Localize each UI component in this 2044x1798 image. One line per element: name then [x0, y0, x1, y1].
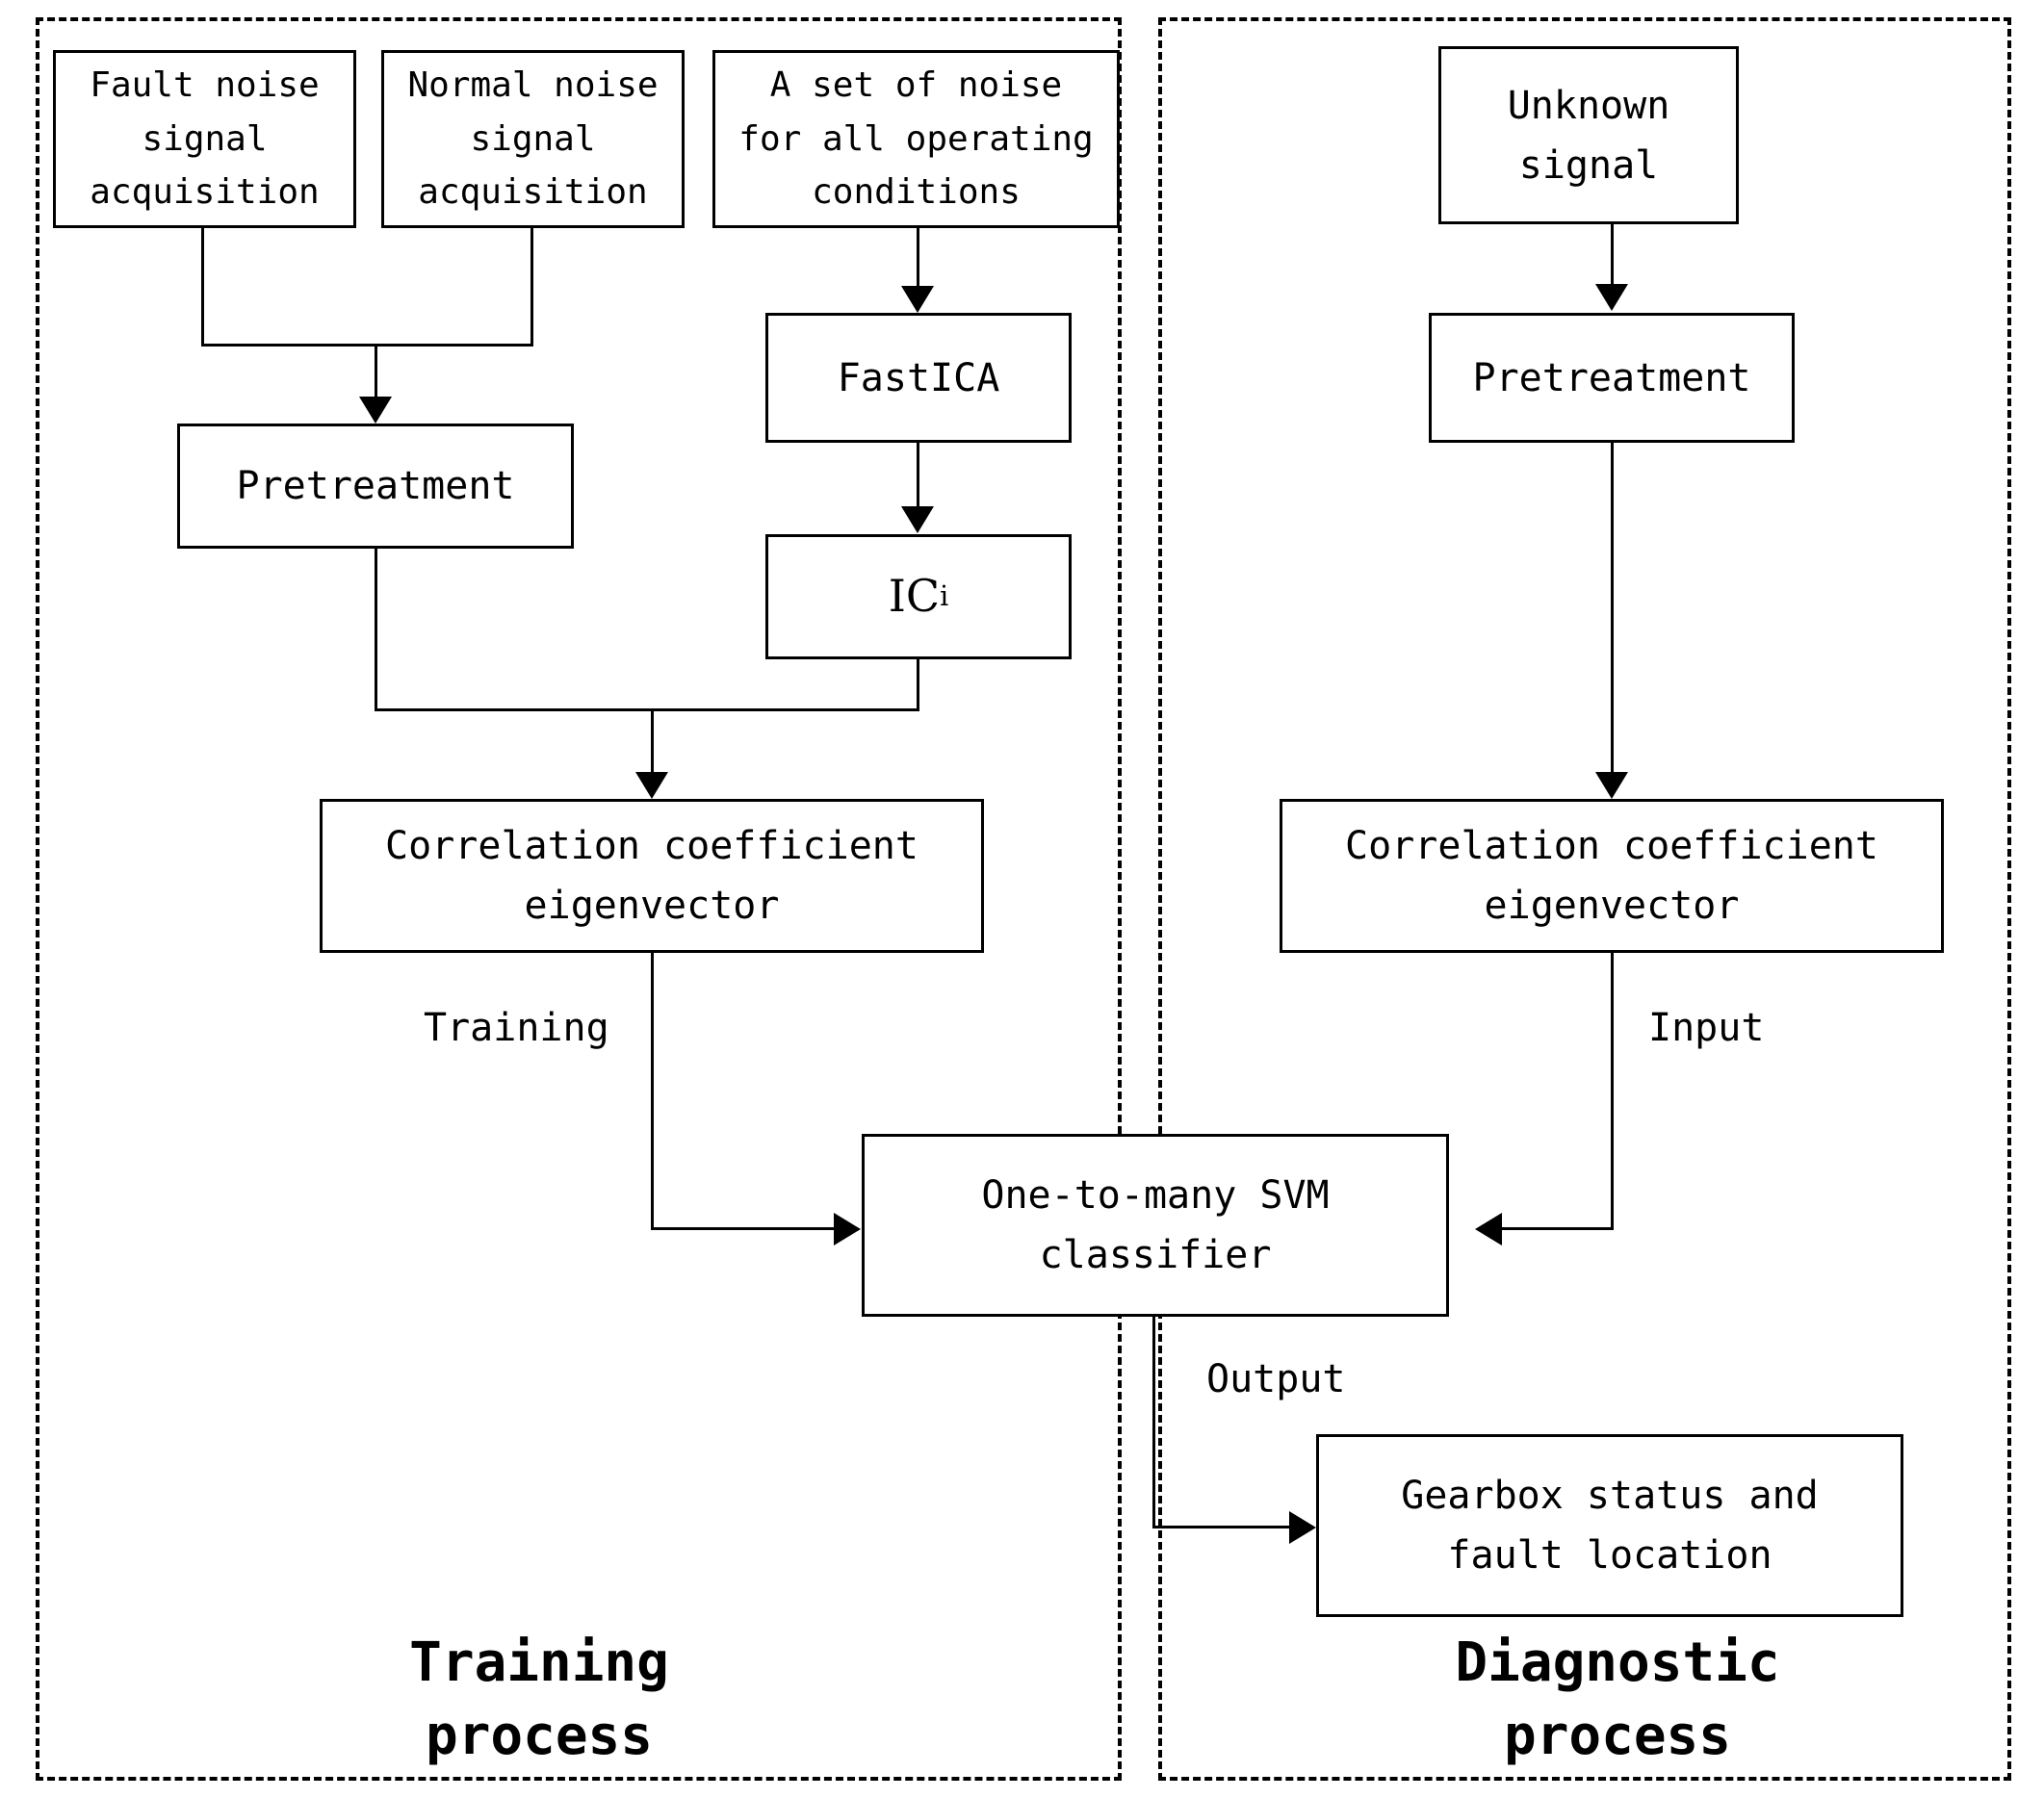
- connector-fastica-to-ici: [917, 443, 919, 508]
- connector-pretreatment-down: [375, 549, 377, 710]
- node-label: IC: [888, 570, 941, 623]
- arrowhead-to-svm-training: [834, 1213, 861, 1246]
- node-fastica[interactable]: FastICA: [765, 313, 1072, 443]
- connector-correlation-diagnostic-down: [1611, 953, 1614, 1230]
- panel-diagnostic-process: [1158, 17, 2011, 1781]
- node-gearbox-status-and-fault-location[interactable]: Gearbox status and fault location: [1316, 1434, 1903, 1617]
- connector-merge-to-correlation-training: [651, 708, 654, 774]
- connector-svm-output-to-gearbox: [1152, 1526, 1291, 1528]
- node-label: One-to-many SVM classifier: [981, 1173, 1330, 1277]
- node-label: FastICA: [837, 355, 1000, 400]
- arrowhead-to-correlation-diagnostic: [1595, 772, 1628, 799]
- connector-ici-down: [917, 659, 919, 710]
- arrowhead-to-gearbox: [1289, 1511, 1316, 1544]
- connector-noise-set-to-fastica: [917, 228, 919, 288]
- connector-noise-merge-bar: [201, 344, 533, 347]
- node-unknown-signal[interactable]: Unknown signal: [1438, 46, 1739, 224]
- arrowhead-to-correlation-training: [635, 772, 668, 799]
- node-correlation-coefficient-eigenvector-diagnostic[interactable]: Correlation coefficient eigenvector: [1280, 799, 1944, 953]
- node-label-subscript: i: [940, 579, 949, 612]
- arrowhead-to-pretreatment-training: [359, 397, 392, 424]
- edge-label-input: Input: [1648, 1006, 1765, 1050]
- node-fault-noise-signal-acquisition[interactable]: Fault noise signal acquisition: [53, 50, 356, 228]
- node-pretreatment-diagnostic[interactable]: Pretreatment: [1429, 313, 1795, 443]
- connector-correlation-training-down: [651, 953, 654, 1230]
- connector-features-merge-bar: [375, 708, 919, 711]
- connector-unknown-signal-to-pretreatment: [1611, 224, 1614, 286]
- node-label: Fault noise signal acquisition: [90, 64, 320, 213]
- panel-training-process: [36, 17, 1122, 1781]
- node-label: Pretreatment: [1472, 355, 1751, 400]
- node-label: Unknown signal: [1507, 83, 1670, 188]
- node-pretreatment-training[interactable]: Pretreatment: [177, 424, 574, 549]
- node-one-to-many-svm-classifier[interactable]: One-to-many SVM classifier: [862, 1134, 1449, 1317]
- node-label: Pretreatment: [236, 464, 515, 508]
- arrowhead-to-ici: [901, 506, 934, 533]
- node-label: A set of noise for all operating conditi…: [738, 64, 1094, 213]
- node-label: Correlation coefficient eigenvector: [1345, 824, 1878, 928]
- arrowhead-to-svm-diagnostic: [1475, 1213, 1502, 1246]
- node-label: Gearbox status and fault location: [1401, 1474, 1819, 1578]
- connector-merge-to-pretreatment: [375, 344, 377, 399]
- node-noise-set-all-operating-conditions[interactable]: A set of noise for all operating conditi…: [712, 50, 1120, 228]
- connector-correlation-diagnostic-to-svm: [1502, 1227, 1614, 1230]
- connector-correlation-training-to-svm: [651, 1227, 836, 1230]
- node-label: Correlation coefficient eigenvector: [385, 824, 919, 928]
- node-normal-noise-signal-acquisition[interactable]: Normal noise signal acquisition: [381, 50, 685, 228]
- panel-title-diagnostic-process: Diagnostic process: [1455, 1631, 1780, 1767]
- panel-title-training-process: Training process: [409, 1631, 669, 1767]
- node-label: Normal noise signal acquisition: [407, 64, 659, 213]
- connector-normal-noise-down: [530, 228, 533, 346]
- node-correlation-coefficient-eigenvector-training[interactable]: Correlation coefficient eigenvector: [320, 799, 984, 953]
- connector-svm-output-down: [1152, 1317, 1155, 1528]
- edge-label-training: Training: [424, 1006, 609, 1050]
- connector-pretreatment-diagnostic-down: [1611, 443, 1614, 774]
- edge-label-output: Output: [1206, 1357, 1346, 1401]
- connector-fault-noise-down: [201, 228, 204, 346]
- arrowhead-to-pretreatment-diagnostic: [1595, 284, 1628, 311]
- arrowhead-to-fastica: [901, 286, 934, 313]
